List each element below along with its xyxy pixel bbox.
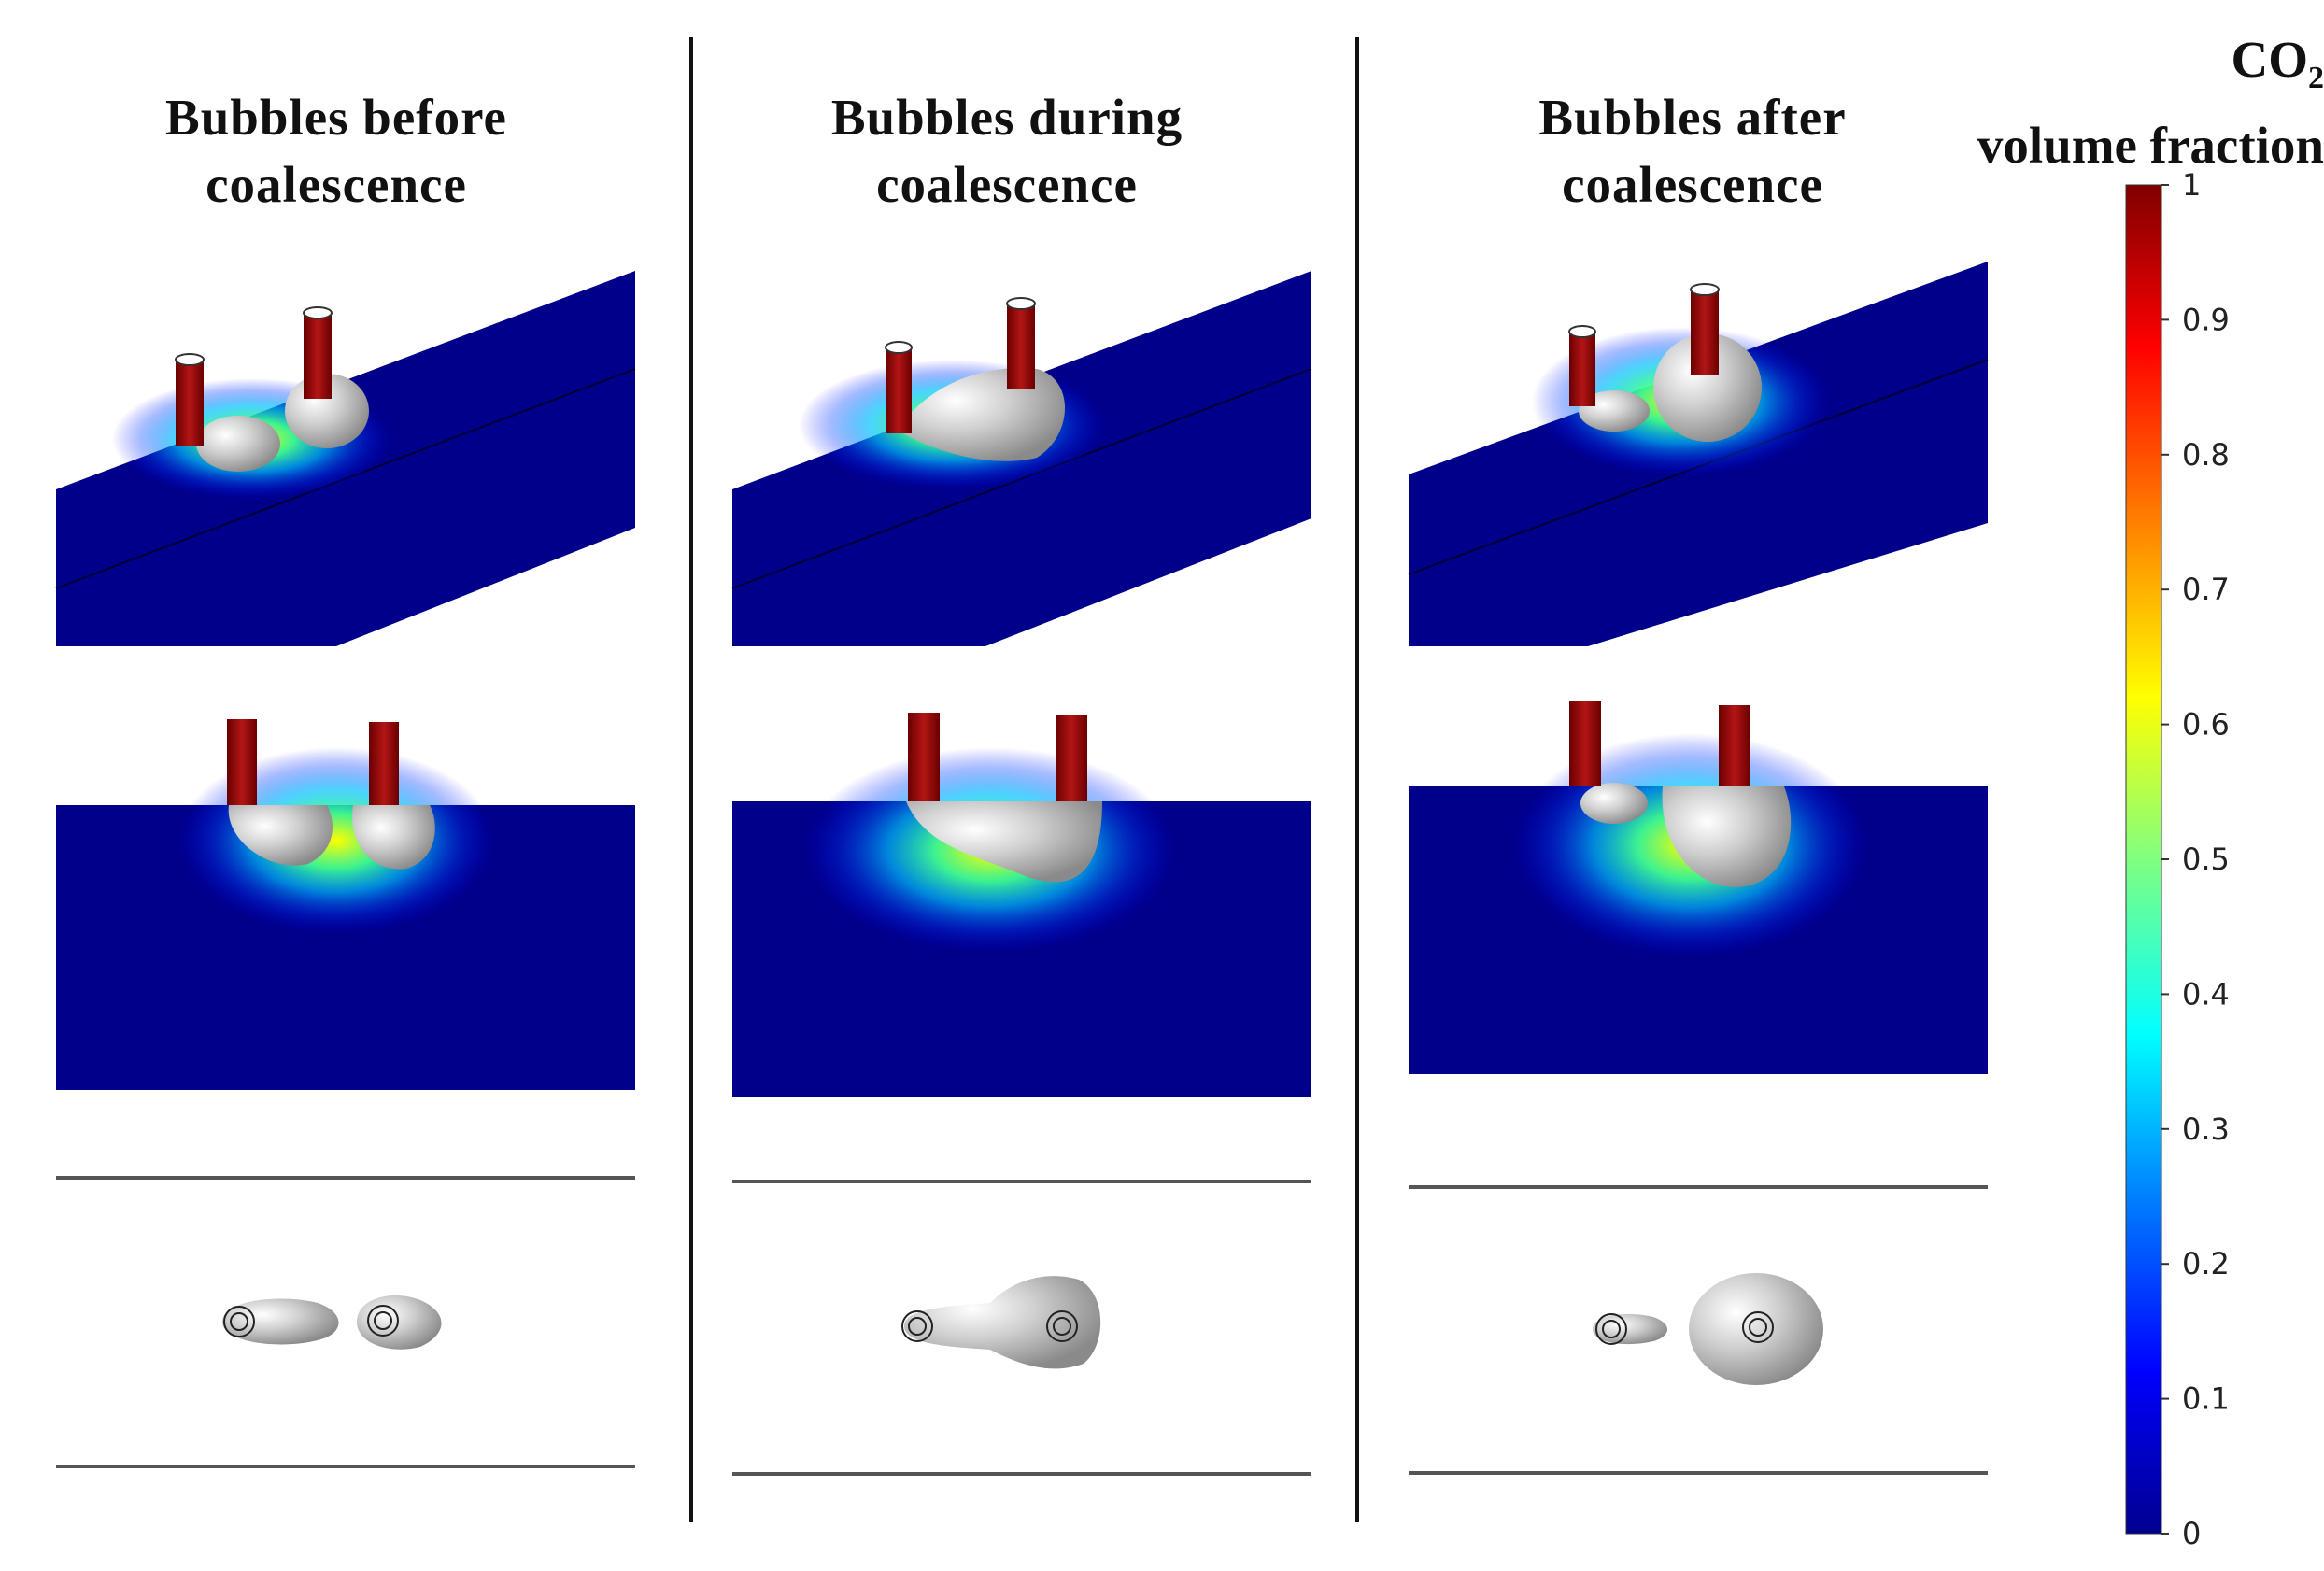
column-title-before: Bubbles before coalescence [165, 89, 507, 213]
column-title-during: Bubbles during coalescence [830, 89, 1183, 213]
panel-top-during [732, 1180, 1311, 1476]
colorbar-title-line2: volume fraction [1977, 117, 2324, 174]
divider-right [1355, 37, 1359, 1522]
colorbar-tick-label: 0.4 [2182, 976, 2230, 1012]
colorbar-tick-label: 0.5 [2182, 842, 2230, 877]
colorbar-tick-label: 0.9 [2182, 302, 2230, 337]
colorbar-tick-label: 0.6 [2182, 707, 2230, 743]
panel-3d-before [55, 271, 636, 646]
colorbar-title-main: CO [2231, 31, 2309, 88]
panel-side-before [56, 719, 635, 1090]
colorbar-tick-label: 0.7 [2182, 572, 2230, 607]
colorbar-tick-label: 1 [2182, 167, 2201, 203]
colorbar-tick-label: 0.3 [2182, 1111, 2230, 1147]
column-title-after: Bubbles after coalescence [1538, 89, 1847, 213]
colorbar-tick-label: 0 [2182, 1516, 2201, 1551]
colorbar-gradient [2125, 184, 2162, 1535]
panel-top-after [1409, 1185, 1988, 1475]
colorbar-tick-label: 0.1 [2182, 1381, 2230, 1417]
colorbar: 0 0.1 0.2 0.3 0.4 0.5 0.6 0.7 0.8 0.9 1 [2125, 167, 2230, 1551]
divider-left [689, 37, 693, 1522]
panel-3d-during [731, 271, 1312, 646]
colorbar-title: CO2 volume fraction [1906, 26, 2324, 179]
panel-side-during [732, 713, 1311, 1097]
panel-top-before [56, 1176, 635, 1468]
panel-3d-after [1408, 262, 1989, 646]
colorbar-ticks: 0 0.1 0.2 0.3 0.4 0.5 0.6 0.7 0.8 0.9 1 [2161, 167, 2230, 1551]
colorbar-tick-label: 0.2 [2182, 1246, 2230, 1281]
colorbar-title-sub: 2 [2308, 61, 2324, 95]
panel-side-after [1409, 701, 1988, 1074]
colorbar-tick-label: 0.8 [2182, 437, 2230, 473]
